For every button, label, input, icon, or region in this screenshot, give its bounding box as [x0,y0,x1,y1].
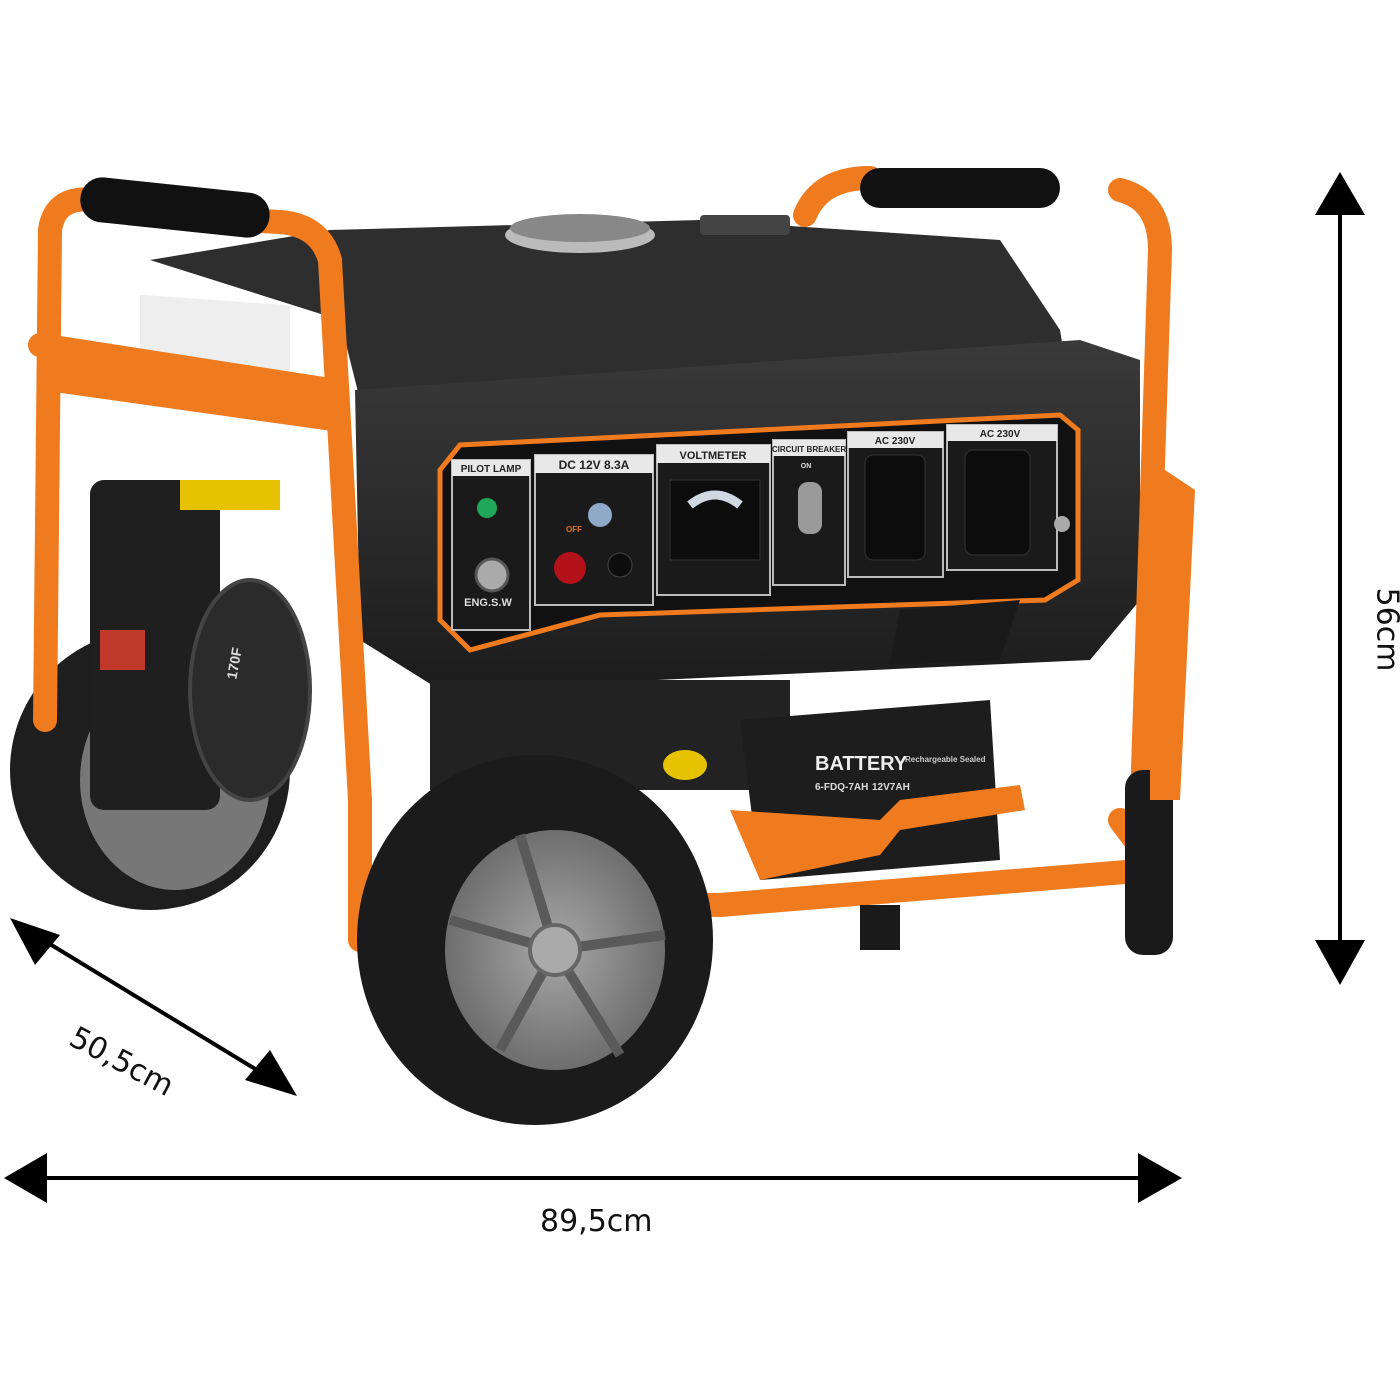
dimension-arrows [4,172,1365,1203]
panel-socket-2: AC 230V [946,424,1070,571]
panel-pilot-lamp: PILOT LAMP ENG.S.W [451,459,531,631]
label-circuit-breaker: CIRCUIT BREAKER [772,445,846,454]
label-on: ON [801,463,812,470]
ground-terminal [1054,516,1070,532]
pilot-lamp-icon [477,498,497,518]
label-dc: DC 12V 8.3A [559,458,630,472]
foot [860,905,900,950]
label-off: OFF [566,525,582,534]
battery-note: Rechargeable Sealed [905,755,986,764]
battery-model: 6-FDQ-7AH [815,782,868,793]
circuit-breaker-switch[interactable] [798,482,822,534]
front-wheel [357,755,713,1125]
battery-spec: 12V7AH [872,782,910,793]
ignition-switch[interactable] [474,557,510,593]
folding-handle-grip[interactable] [1125,770,1173,955]
ac-socket-2[interactable] [964,449,1031,556]
fuel-tank [140,214,1070,400]
battery-title: BATTERY [815,753,908,775]
ac-socket-1[interactable] [864,454,926,561]
battery: BATTERY 6-FDQ-7AH 12V7AH Rechargeable Se… [730,700,1025,880]
label-ac-2: AC 230V [980,429,1021,440]
panel-circuit-breaker: CIRCUIT BREAKER ON [772,439,846,586]
width-arrow [4,1153,1182,1203]
label-ac-1: AC 230V [875,436,916,447]
handle-bracket [1150,460,1195,800]
dc-negative-terminal[interactable] [607,552,633,578]
dc-positive-terminal[interactable] [554,552,586,584]
label-eng-sw: ENG.S.W [464,597,512,609]
height-dimension-label: 56cm [1369,587,1400,672]
engine-label: 170F [223,646,244,681]
left-handle-grip[interactable] [78,175,272,240]
voltmeter-gauge-icon [687,490,743,509]
height-arrow [1315,172,1365,985]
frame-crossbar [40,340,330,431]
engine: 170F [90,480,312,810]
label-voltmeter: VOLTMETER [679,450,746,462]
panel-dc: DC 12V 8.3A OFF [534,454,654,606]
panel-voltmeter: VOLTMETER [656,444,771,596]
right-handle-grip[interactable] [860,168,1060,208]
depth-arrow [10,918,297,1096]
dc-breaker-button[interactable] [588,503,612,527]
control-panel: PILOT LAMP ENG.S.W DC 12V 8.3A OFF VOLTM… [451,424,1070,631]
width-dimension-label: 89,5cm [540,1204,653,1239]
label-pilot-lamp: PILOT LAMP [461,464,522,475]
panel-socket-1: AC 230V [847,431,944,578]
